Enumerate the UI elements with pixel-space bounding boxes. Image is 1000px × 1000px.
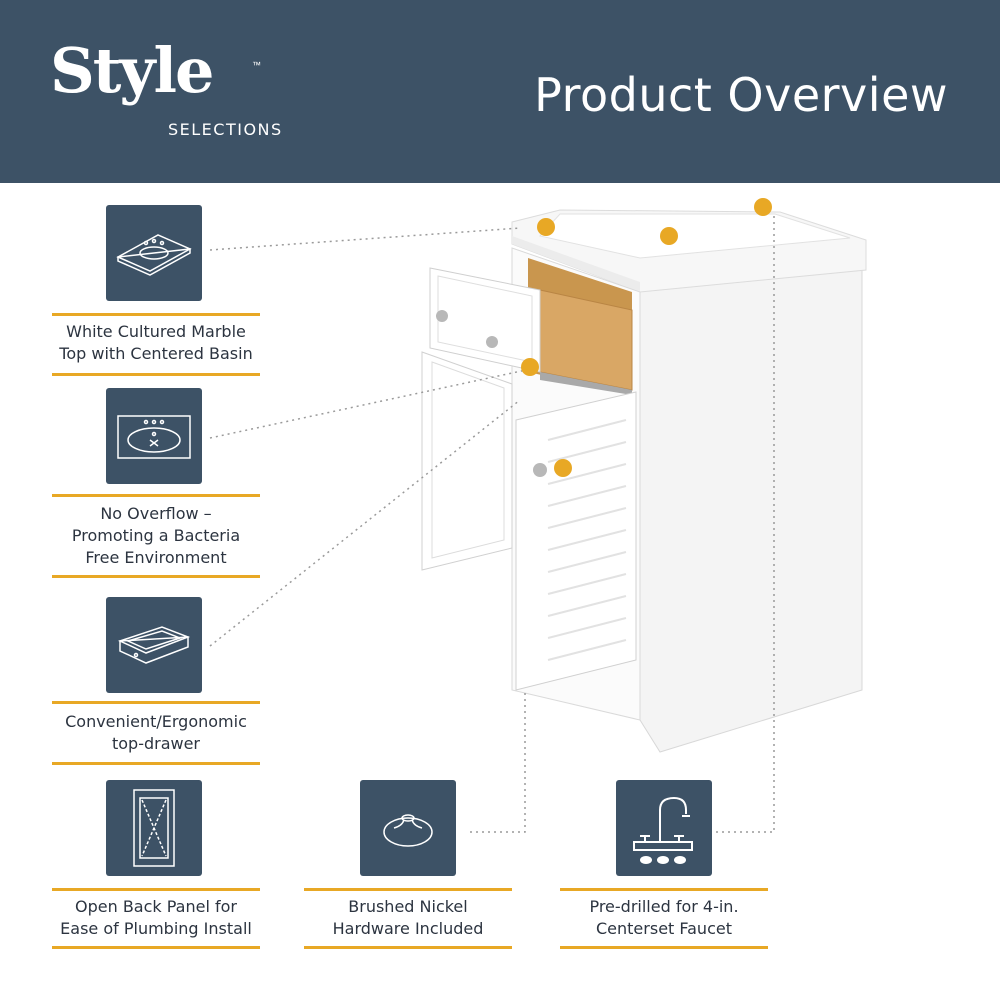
caption-line: Free Environment bbox=[85, 548, 227, 567]
brand-sub: SELECTIONS bbox=[168, 120, 283, 139]
feature-hardware: Brushed Nickel Hardware Included bbox=[304, 780, 512, 950]
caption-line: Pre-drilled for 4-in. bbox=[589, 897, 739, 916]
accent-line bbox=[52, 575, 260, 578]
feature-marble-top: White Cultured Marble Top with Centered … bbox=[52, 205, 260, 376]
brand-logo: Style ™ SELECTIONS bbox=[50, 40, 310, 150]
drawer-icon bbox=[106, 597, 202, 693]
brand-name: Style bbox=[50, 34, 214, 107]
open-back-panel-icon bbox=[106, 780, 202, 876]
feature-caption: Pre-drilled for 4-in. Centerset Faucet bbox=[560, 896, 768, 940]
accent-line bbox=[52, 701, 260, 704]
feature-caption: Convenient/Ergonomic top-drawer bbox=[52, 711, 260, 755]
caption-line: Centerset Faucet bbox=[596, 919, 732, 938]
accent-line bbox=[52, 946, 260, 949]
feature-caption: Open Back Panel for Ease of Plumbing Ins… bbox=[52, 896, 260, 940]
accent-line bbox=[52, 888, 260, 891]
caption-line: Brushed Nickel bbox=[348, 897, 468, 916]
caption-line: Promoting a Bacteria bbox=[71, 526, 241, 545]
caption-line: top-drawer bbox=[111, 734, 201, 753]
knob-icon bbox=[360, 780, 456, 876]
feature-no-overflow: No Overflow – Promoting a Bacteria Free … bbox=[52, 388, 260, 580]
accent-line bbox=[560, 946, 768, 949]
caption-line: Top with Centered Basin bbox=[59, 344, 253, 363]
caption-line: No Overflow – bbox=[100, 504, 212, 523]
caption-line: Hardware Included bbox=[332, 919, 484, 938]
caption-line: Ease of Plumbing Install bbox=[60, 919, 252, 938]
feature-caption: Brushed Nickel Hardware Included bbox=[304, 896, 512, 940]
caption-line: White Cultured Marble bbox=[66, 322, 246, 341]
vanity-illustration bbox=[421, 209, 867, 753]
faucet-icon bbox=[616, 780, 712, 876]
caption-line: Open Back Panel for bbox=[75, 897, 237, 916]
accent-line bbox=[52, 373, 260, 376]
header-banner: Style ™ SELECTIONS Product Overview bbox=[0, 0, 1000, 183]
accent-line bbox=[560, 888, 768, 891]
trademark-symbol: ™ bbox=[252, 60, 261, 70]
accent-line bbox=[304, 888, 512, 891]
basin-no-overflow-icon bbox=[106, 388, 202, 484]
feature-drawer: Convenient/Ergonomic top-drawer bbox=[52, 597, 260, 767]
feature-open-back: Open Back Panel for Ease of Plumbing Ins… bbox=[52, 780, 260, 950]
caption-line: Convenient/Ergonomic bbox=[65, 712, 247, 731]
accent-line bbox=[52, 494, 260, 497]
marble-top-icon bbox=[106, 205, 202, 301]
feature-caption: White Cultured Marble Top with Centered … bbox=[52, 321, 260, 365]
feature-faucet: Pre-drilled for 4-in. Centerset Faucet bbox=[560, 780, 768, 950]
accent-line bbox=[304, 946, 512, 949]
accent-line bbox=[52, 313, 260, 316]
page-title: Product Overview bbox=[534, 68, 948, 122]
feature-caption: No Overflow – Promoting a Bacteria Free … bbox=[52, 503, 260, 569]
accent-line bbox=[52, 762, 260, 765]
